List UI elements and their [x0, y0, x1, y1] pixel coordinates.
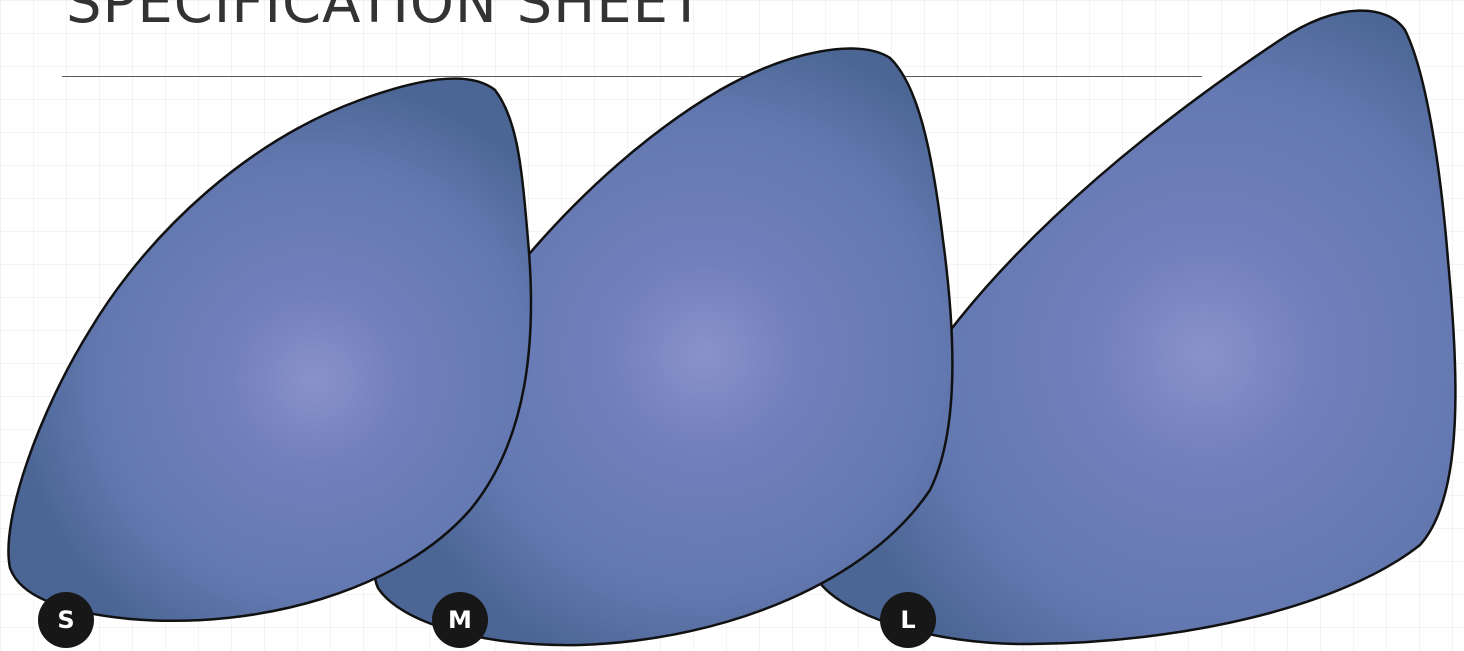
size-badge-l: L	[880, 592, 936, 648]
size-badge-m: M	[432, 592, 488, 648]
page-title: SPECIFICATION SHEET	[66, 0, 705, 36]
cup-small	[7, 77, 533, 623]
size-badge-s: S	[38, 592, 94, 648]
title-divider	[62, 76, 1202, 77]
